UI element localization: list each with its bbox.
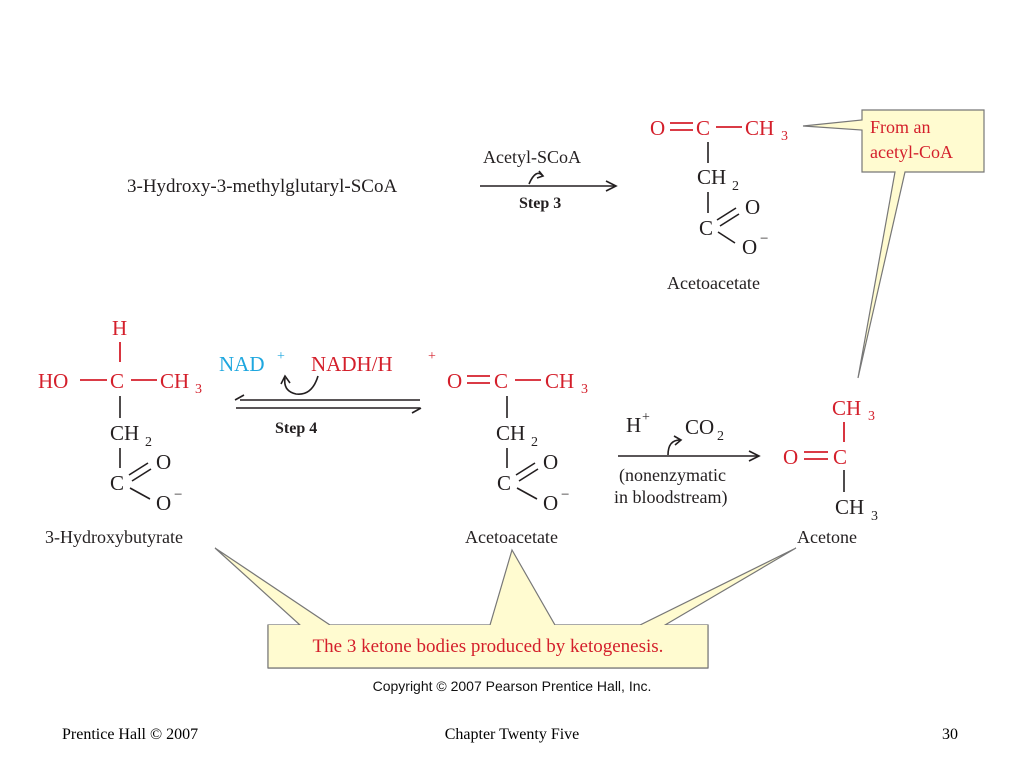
svg-text:CH: CH: [835, 495, 864, 519]
ketone-bodies-callout-text: The 3 ketone bodies produced by ketogene…: [313, 636, 664, 657]
acetyl-coa-callout: From an acetyl-CoA: [802, 109, 985, 379]
acetyl-scoa-label: Acetyl-SCoA: [483, 147, 581, 167]
copyright-notice: Copyright © 2007 Pearson Prentice Hall, …: [372, 678, 652, 694]
svg-text:2: 2: [717, 429, 724, 444]
acetyl-coa-callout-line1: From an: [870, 117, 931, 137]
step4-reaction: NAD + NADH/H + Step 4: [219, 349, 436, 437]
hydroxybutyrate: H HO C CH 3 CH 2 C O O − 3-Hydroxybutyra…: [38, 316, 202, 547]
step3-reaction: 3-Hydroxy-3-methylglutaryl-SCoA Acetyl-S…: [127, 147, 618, 212]
acetyl-curved-arrow: [528, 172, 544, 185]
svg-text:CH: CH: [545, 369, 574, 393]
svg-text:O: O: [543, 491, 558, 515]
co2-curved-arrow: [667, 439, 681, 456]
acetone-name: Acetone: [797, 527, 857, 547]
svg-text:O: O: [543, 450, 558, 474]
acetoacetate-top-name: Acetoacetate: [667, 273, 760, 293]
acetoacetate-top: O C CH 3 CH 2 C O O − Acetoacetate: [650, 116, 788, 293]
svg-text:+: +: [642, 410, 650, 425]
svg-text:+: +: [277, 349, 285, 364]
acetone: CH 3 O C CH 3 Acetone: [783, 396, 878, 547]
svg-text:C: C: [110, 471, 124, 495]
nad-curved-arrow: [283, 375, 319, 395]
footer-chapter: Chapter Twenty Five: [444, 726, 580, 743]
svg-text:C: C: [833, 445, 847, 469]
svg-text:O: O: [783, 445, 798, 469]
svg-text:2: 2: [732, 179, 739, 194]
svg-text:3: 3: [581, 382, 588, 397]
nadh-label: NADH/H: [311, 352, 393, 376]
svg-text:C: C: [497, 471, 511, 495]
svg-text:CH: CH: [697, 165, 726, 189]
svg-text:3: 3: [868, 409, 875, 424]
svg-text:O: O: [156, 450, 171, 474]
acetoacetate-middle: O C CH 3 CH 2 C O O − Acetoacetate: [447, 369, 588, 547]
nonenzymatic-note-1: (nonenzymatic: [619, 465, 726, 486]
co2-label: CO: [685, 415, 714, 439]
proton-label: H: [626, 413, 641, 437]
svg-text:CH: CH: [745, 116, 774, 140]
hydroxybutyrate-name: 3-Hydroxybutyrate: [45, 527, 183, 547]
decarboxylation-reaction: H + CO 2 (nonenzymatic in bloodstream): [614, 410, 761, 508]
svg-text:2: 2: [531, 435, 538, 450]
svg-text:O: O: [447, 369, 462, 393]
svg-text:−: −: [760, 231, 768, 247]
svg-text:3: 3: [781, 129, 788, 144]
nonenzymatic-note-2: in bloodstream): [614, 487, 727, 508]
step3-label: Step 3: [519, 195, 561, 212]
svg-text:O: O: [650, 116, 665, 140]
svg-text:CH: CH: [160, 369, 189, 393]
svg-text:C: C: [494, 369, 508, 393]
svg-text:C: C: [110, 369, 124, 393]
svg-text:+: +: [428, 349, 436, 364]
svg-text:3: 3: [871, 509, 878, 524]
svg-text:O: O: [742, 235, 757, 259]
svg-text:C: C: [699, 216, 713, 240]
acetyl-coa-callout-line2: acetyl-CoA: [870, 142, 953, 162]
svg-text:C: C: [696, 116, 710, 140]
svg-text:O: O: [156, 491, 171, 515]
hmg-coa-label: 3-Hydroxy-3-methylglutaryl-SCoA: [127, 176, 397, 197]
svg-text:−: −: [174, 487, 182, 503]
svg-text:−: −: [561, 487, 569, 503]
step4-label: Step 4: [275, 420, 317, 437]
svg-text:CH: CH: [110, 421, 139, 445]
ketone-bodies-callout: The 3 ketone bodies produced by ketogene…: [214, 547, 797, 669]
svg-text:O: O: [745, 195, 760, 219]
svg-text:CH: CH: [832, 396, 861, 420]
svg-text:CH: CH: [496, 421, 525, 445]
svg-text:H: H: [112, 316, 127, 340]
footer-page-number: 30: [942, 726, 958, 743]
svg-text:3: 3: [195, 382, 202, 397]
svg-text:2: 2: [145, 435, 152, 450]
acetoacetate-middle-name: Acetoacetate: [465, 527, 558, 547]
svg-text:HO: HO: [38, 369, 68, 393]
nad-label: NAD: [219, 352, 265, 376]
footer-publisher: Prentice Hall © 2007: [62, 726, 199, 743]
